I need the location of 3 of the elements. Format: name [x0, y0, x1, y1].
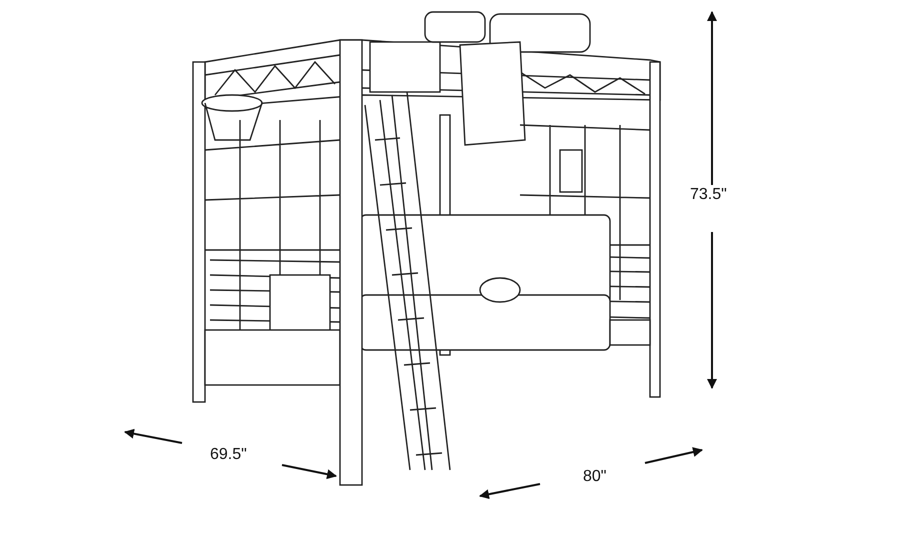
dimension-label: 69.5" [210, 446, 247, 464]
dimension-label: 73.5" [690, 186, 727, 204]
dimension-label: 80" [583, 468, 606, 486]
